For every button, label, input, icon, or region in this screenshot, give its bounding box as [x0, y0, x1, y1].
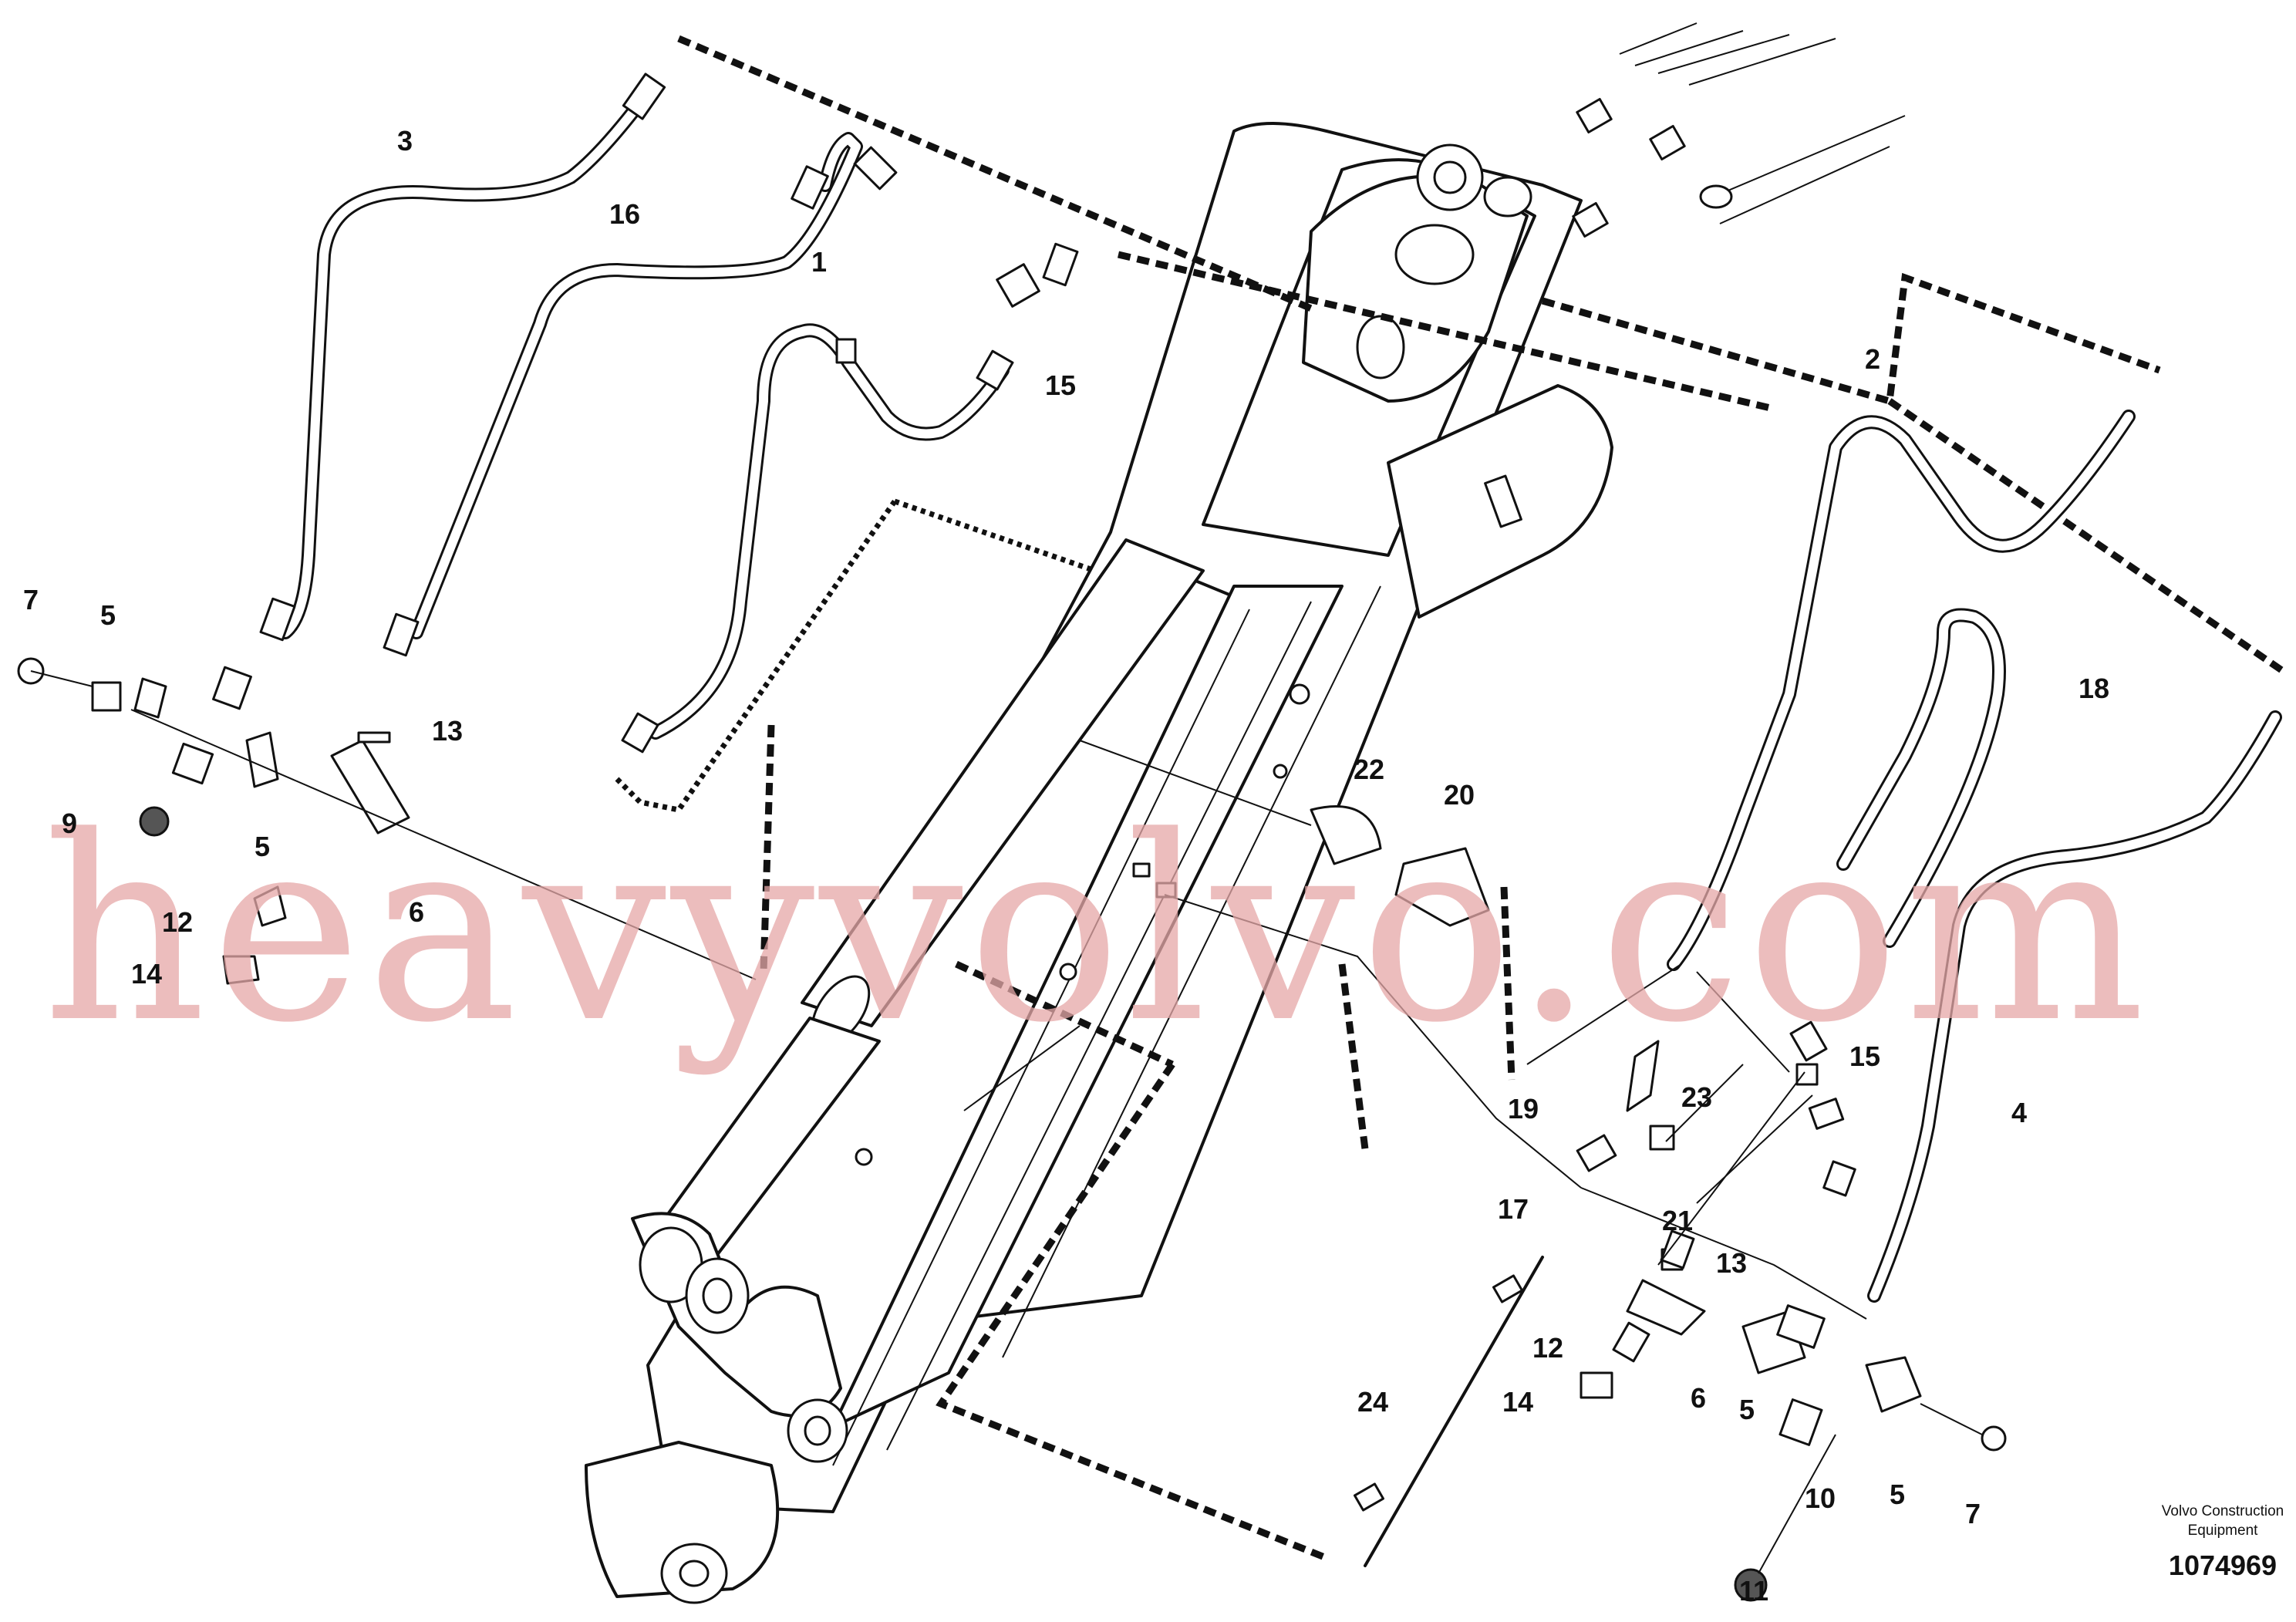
callout-7-b: 7 — [1965, 1498, 1981, 1529]
drawing-number: 1074969 — [2169, 1549, 2277, 1581]
callout-23: 23 — [1681, 1081, 1712, 1113]
callout-5-b: 5 — [255, 831, 270, 862]
caption-line-1: Volvo Construction — [2162, 1503, 2284, 1519]
callout-3: 3 — [397, 125, 413, 157]
callout-5-c: 5 — [1739, 1394, 1755, 1425]
callout-10: 10 — [1805, 1482, 1836, 1514]
callout-9: 9 — [62, 808, 77, 839]
callout-6-b: 6 — [1691, 1382, 1706, 1414]
callout-20: 20 — [1444, 779, 1475, 811]
callout-18: 18 — [2079, 673, 2109, 704]
callout-16: 16 — [609, 198, 640, 230]
callout-11: 11 — [1739, 1575, 1768, 1607]
hoses — [278, 86, 2282, 1567]
watermark-text: heavyvolvo.com — [42, 782, 2150, 1078]
callout-12-a: 12 — [162, 906, 193, 938]
callout-14-b: 14 — [1502, 1386, 1533, 1418]
callout-6-a: 6 — [409, 896, 424, 928]
callout-19: 19 — [1508, 1093, 1539, 1125]
callout-24: 24 — [1357, 1386, 1388, 1418]
callout-12-b: 12 — [1532, 1332, 1563, 1364]
callout-5-a: 5 — [100, 599, 116, 631]
callout-4: 4 — [2011, 1097, 2027, 1128]
callout-14-a: 14 — [131, 958, 162, 990]
routing-dashed-lines — [615, 35, 2285, 1562]
leader-lines — [130, 709, 1867, 1320]
callout-5-d: 5 — [1890, 1479, 1905, 1510]
callout-13-b: 13 — [1716, 1247, 1747, 1279]
callout-22: 22 — [1354, 754, 1384, 785]
callout-7-a: 7 — [23, 584, 39, 615]
callout-15-b: 15 — [1849, 1040, 1880, 1072]
callout-2: 2 — [1865, 343, 1880, 375]
callout-15-a: 15 — [1045, 369, 1076, 401]
callout-labels: 1 2 3 4 5 5 5 5 6 6 7 7 9 10 11 12 12 13… — [23, 125, 2109, 1607]
caption-line-2: Equipment — [2188, 1523, 2259, 1539]
callout-13-a: 13 — [432, 715, 463, 747]
callout-1: 1 — [811, 246, 827, 278]
callout-17: 17 — [1498, 1193, 1529, 1225]
callout-21: 21 — [1662, 1205, 1693, 1236]
fittings — [17, 73, 2007, 1602]
drawing-caption: Volvo Construction Equipment 1074969 — [2162, 1503, 2284, 1581]
